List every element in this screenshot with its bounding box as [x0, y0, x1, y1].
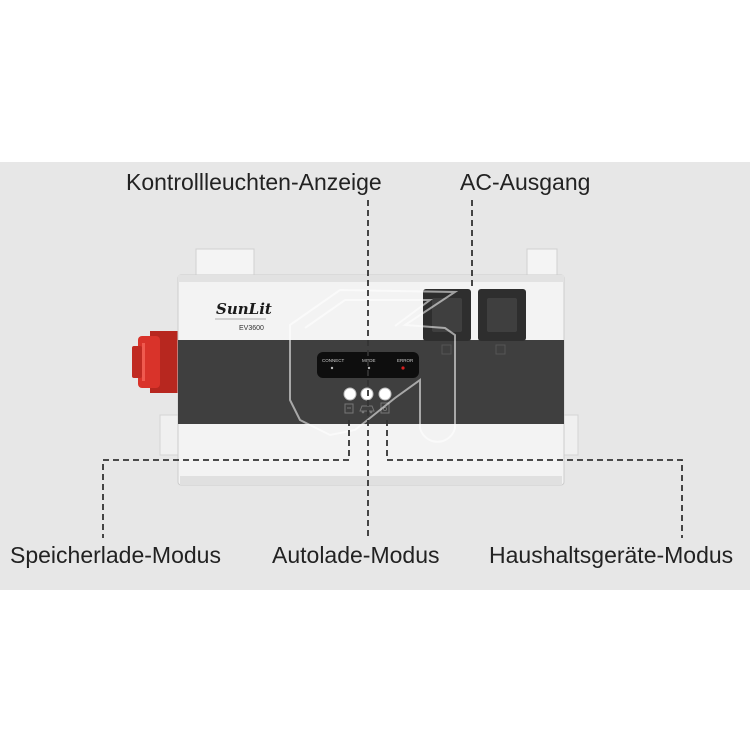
ac-output-label: AC-Ausgang [460, 169, 591, 195]
svg-text:SunLit: SunLit [216, 300, 272, 318]
household-mode-label: Haushaltsgeräte-Modus [489, 542, 734, 568]
indicator-label: Kontrollleuchten-Anzeige [126, 169, 382, 195]
storage-mode-button[interactable] [343, 387, 357, 401]
ac-socket-right [478, 289, 526, 355]
car-icon [359, 405, 375, 414]
brand-logo: SunLit EV3600 [215, 300, 272, 332]
auto-mode-button[interactable] [360, 387, 374, 401]
storage-mode-label: Speicherlade-Modus [10, 542, 221, 568]
housing-bottom-edge [180, 476, 562, 485]
household-mode-button[interactable] [378, 387, 392, 401]
storage-mode-callout-line [102, 420, 350, 538]
storage-mode-icon [344, 403, 354, 414]
mode-led [367, 366, 371, 370]
model-label: EV3600 [239, 325, 264, 332]
error-label: ERROR [397, 358, 414, 363]
connect-led [330, 366, 334, 370]
red-cee-plug [132, 331, 178, 393]
household-mode-callout-line [386, 420, 683, 538]
right-handle [526, 248, 558, 278]
connect-label: CONNECT [322, 358, 345, 363]
left-side-plate [159, 414, 179, 456]
auto-mode-label: Autolade-Modus [272, 542, 440, 568]
watermark-logo [289, 288, 459, 443]
callout-lines [102, 200, 683, 538]
housing-top-edge [178, 275, 564, 282]
right-side-plate [563, 414, 579, 456]
left-handle [195, 248, 255, 278]
error-led [401, 366, 405, 370]
